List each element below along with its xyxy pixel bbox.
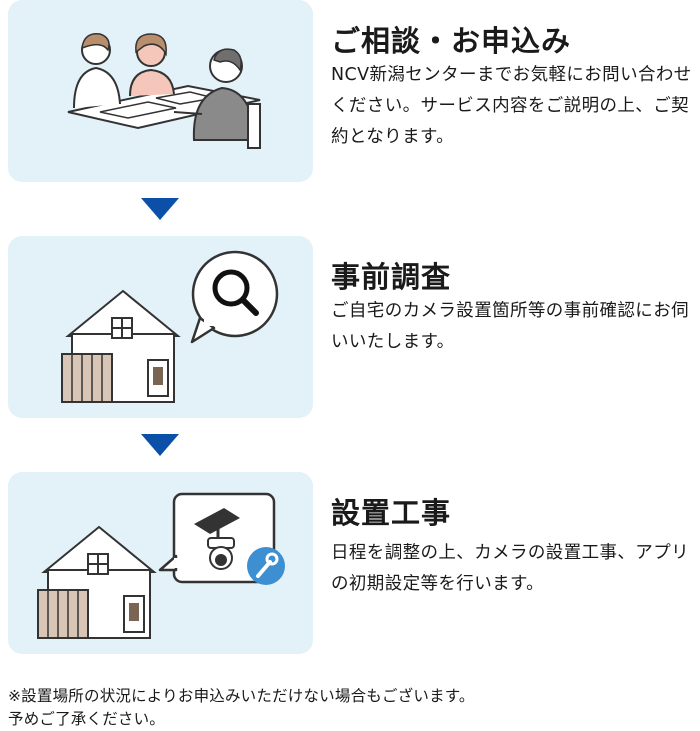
step-description: 日程を調整の上、カメラの設置工事、アプリの初期設定等を行います。 [331,543,689,594]
down-arrow-icon [141,434,179,456]
consultation-illustration [8,0,313,182]
note-line: ※設置場所の状況によりお申込みいただけない場合もございます。 [8,687,475,705]
step-title: 事前調査 [331,260,452,294]
step-description: ご自宅のカメラ設置箇所等の事前確認にお伺いいたします。 [331,301,689,352]
step-title: 設置工事 [331,496,452,530]
house-camera-install-illustration [8,472,313,654]
down-arrow-icon [141,198,179,220]
disclaimer-note: ※設置場所の状況によりお申込みいただけない場合もございます。 予めご了承ください… [8,685,475,731]
house-search-illustration [8,236,313,418]
step-description: NCV新潟センターまでお気軽にお問い合わせください。サービス内容をご説明の上、ご… [331,65,692,147]
step-title: ご相談・お申込み [331,24,572,58]
note-line: 予めご了承ください。 [8,710,166,728]
